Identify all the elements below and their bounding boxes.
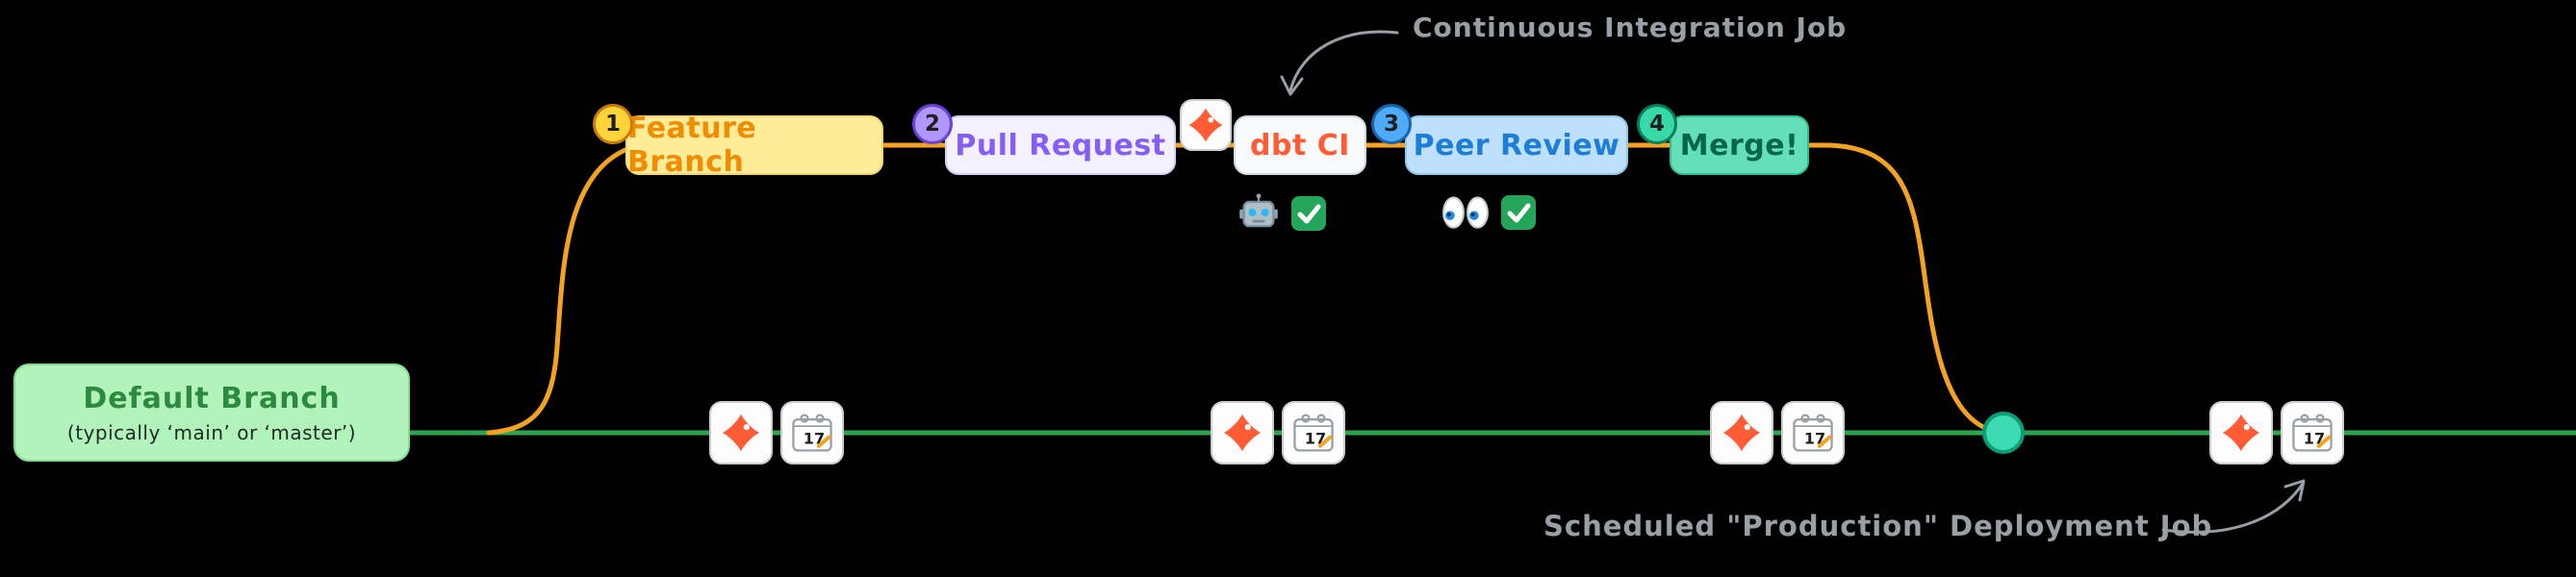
default-branch-title: Default Branch bbox=[83, 381, 341, 415]
step-dbt-ci: dbt CI bbox=[1234, 115, 1366, 175]
calendar-icon: 17 bbox=[792, 414, 832, 452]
step-pull-request: Pull Request bbox=[945, 115, 1176, 175]
dbt-job-tile bbox=[709, 401, 773, 464]
step-badge-4: 4 bbox=[1637, 104, 1677, 144]
step-peer-review: Peer Review bbox=[1405, 115, 1628, 175]
dbt-job-tile bbox=[1710, 401, 1773, 464]
step-dbt-ci-label: dbt CI bbox=[1250, 128, 1350, 163]
dbt-icon bbox=[1722, 414, 1761, 452]
robot-icon bbox=[1239, 193, 1278, 228]
ci-job-annotation: Continuous Integration Job bbox=[1413, 12, 1848, 43]
calendar-icon: 17 bbox=[1293, 414, 1334, 452]
calendar-tile: 17 bbox=[780, 401, 844, 464]
review-checks bbox=[1441, 192, 1538, 233]
scheduled-job-2: 17 bbox=[1211, 401, 1345, 464]
calendar-tile: 17 bbox=[1282, 401, 1345, 464]
step-pull-request-label: Pull Request bbox=[955, 128, 1166, 163]
step-number-3: 3 bbox=[1383, 112, 1399, 137]
check-icon bbox=[1291, 196, 1326, 231]
scheduled-job-3: 17 bbox=[1710, 401, 1845, 464]
step-badge-1: 1 bbox=[593, 104, 633, 144]
eyes-icon bbox=[1442, 196, 1489, 229]
scheduled-job-4: 17 bbox=[2209, 401, 2344, 464]
dbt-job-tile bbox=[2209, 401, 2273, 464]
deploy-annotation-arrow bbox=[2161, 479, 2306, 534]
merge-commit-dot bbox=[1982, 412, 2025, 454]
deploy-job-annotation: Scheduled "Production" Deployment Job bbox=[1543, 510, 2213, 542]
dbt-job-tile bbox=[1211, 401, 1274, 464]
calendar-icon: 17 bbox=[2292, 414, 2333, 452]
dbt-ci-logo-tile bbox=[1180, 99, 1232, 151]
check-icon bbox=[1501, 195, 1536, 230]
calendar-icon: 17 bbox=[1793, 414, 1833, 452]
step-merge: Merge! bbox=[1670, 115, 1809, 175]
dbt-icon bbox=[2222, 414, 2260, 452]
dbt-icon bbox=[722, 414, 760, 452]
step-feature-branch-label: Feature Branch bbox=[627, 112, 757, 179]
ci-annotation-arrow bbox=[1280, 30, 1399, 96]
step-feature-branch: Feature Branch bbox=[625, 112, 883, 179]
step-number-2: 2 bbox=[924, 112, 940, 137]
default-branch-label: Default Branch (typically ‘main’ or ‘mas… bbox=[13, 364, 410, 462]
step-number-1: 1 bbox=[604, 112, 621, 137]
calendar-tile: 17 bbox=[2281, 401, 2344, 464]
step-merge-label: Merge! bbox=[1679, 128, 1799, 163]
calendar-tile: 17 bbox=[1781, 401, 1845, 464]
ci-checks bbox=[1237, 192, 1328, 235]
step-peer-review-label: Peer Review bbox=[1413, 128, 1620, 163]
step-badge-3: 3 bbox=[1371, 104, 1412, 144]
step-badge-2: 2 bbox=[912, 104, 953, 144]
dbt-icon bbox=[1223, 414, 1262, 452]
default-branch-subtitle: (typically ‘main’ or ‘master’) bbox=[66, 420, 357, 444]
dbt-icon bbox=[1188, 108, 1223, 142]
feature-branch-curve bbox=[486, 142, 2004, 436]
step-number-4: 4 bbox=[1648, 112, 1665, 137]
scheduled-job-1: 17 bbox=[709, 401, 844, 464]
